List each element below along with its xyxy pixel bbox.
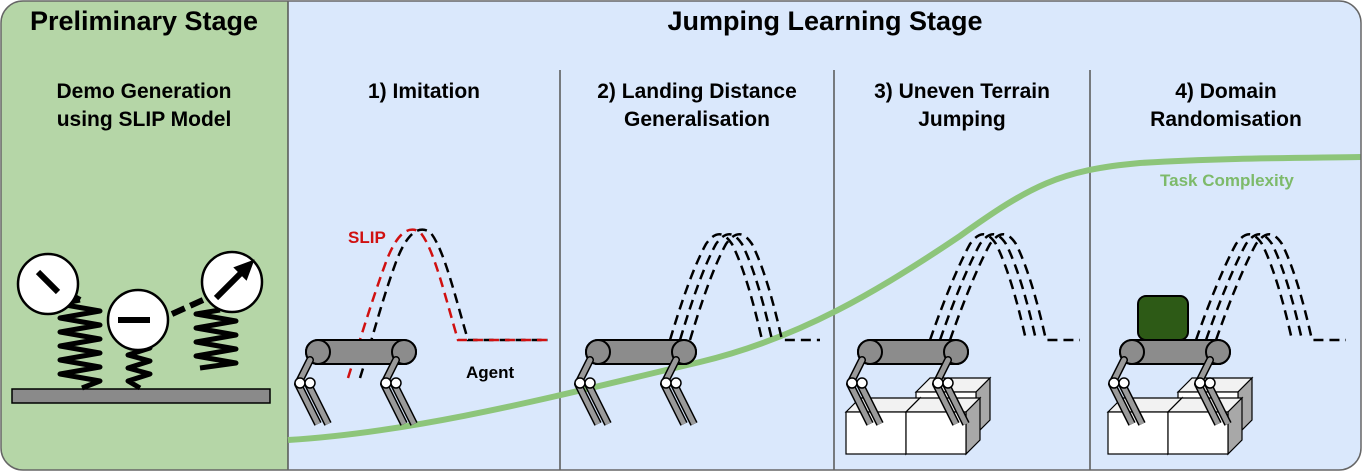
domain-randomisation-title: 4) Domain Randomisation	[1090, 78, 1362, 134]
agent-label: Agent	[466, 363, 515, 382]
velocity-arrow-icon	[233, 259, 255, 281]
agent-trajectory	[668, 233, 764, 341]
domain-randomisation-trajectories	[1108, 233, 1346, 455]
title-line: 4) Domain	[1175, 80, 1277, 103]
landing-distance-trajectories	[575, 233, 820, 424]
agent-trajectory	[938, 233, 1038, 341]
imitation-trajectories	[295, 228, 548, 424]
task-complexity-curve	[287, 154, 1361, 443]
agent-trajectory	[948, 233, 1080, 342]
jumping-stage-title: Jumping Learning Stage	[667, 6, 983, 36]
title-line: Randomisation	[1150, 108, 1302, 131]
title-line: using SLIP Model	[56, 108, 232, 131]
demo-generation-title: Demo Generation using SLIP Model	[0, 78, 288, 134]
title-line: 2) Landing Distance	[597, 80, 797, 103]
slip-label: SLIP	[348, 228, 386, 247]
slip-model-illustration	[11, 250, 271, 404]
title-line: 1) Imitation	[367, 80, 480, 103]
agent-trajectory	[928, 233, 1028, 341]
uneven-terrain-trajectories	[846, 233, 1080, 455]
ground-plane	[11, 388, 271, 404]
spring	[193, 307, 239, 371]
agent-trajectory	[688, 233, 820, 342]
title-line: 3) Uneven Terrain	[874, 80, 1050, 103]
agent-trajectory	[1214, 233, 1346, 342]
title-line: Generalisation	[624, 108, 770, 131]
preliminary-stage-title: Preliminary Stage	[29, 6, 259, 36]
spring	[57, 297, 103, 391]
agent-trajectory	[1194, 233, 1294, 341]
title-line: Demo Generation	[56, 80, 232, 103]
title-line: Jumping	[918, 108, 1006, 131]
landing-distance-title: 2) Landing Distance Generalisation	[560, 78, 834, 134]
task-complexity-label: Task Complexity	[1160, 171, 1294, 190]
imitation-title: 1) Imitation	[288, 78, 560, 106]
uneven-terrain-title: 3) Uneven Terrain Jumping	[834, 78, 1090, 134]
agent-trajectory	[1204, 233, 1304, 341]
agent-trajectory	[678, 233, 774, 341]
agent-trajectory	[358, 228, 548, 379]
payload-block	[1137, 295, 1189, 341]
slip-trajectory	[346, 228, 548, 379]
